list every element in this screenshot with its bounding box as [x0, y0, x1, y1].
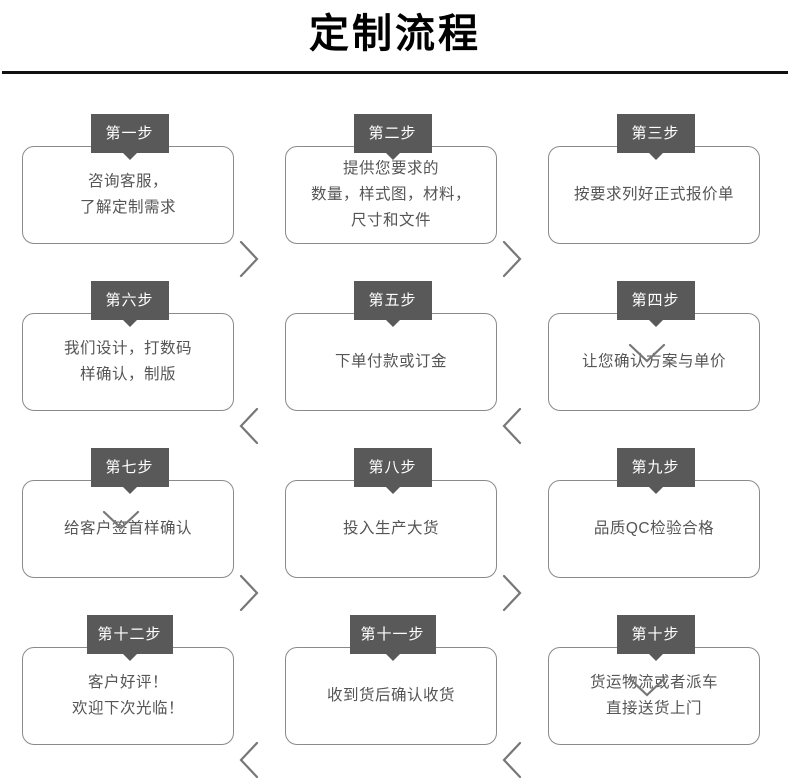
step-badge: 第二步 [353, 114, 432, 160]
step-card-7[interactable]: 给客户签首样确认 第七步 [8, 434, 251, 601]
step-card-text: 投入生产大货 [342, 520, 439, 537]
chevron-left-icon [499, 738, 525, 782]
step-card-body: 让您确认方案与单价 [548, 313, 760, 411]
step-card-body: 收到货后确认收货 [285, 647, 497, 745]
title-section: 定制流程 [0, 0, 790, 86]
step-card-body: 我们设计，打数码 样确认，制版 [22, 313, 234, 411]
step-card-body: 按要求列好正式报价单 [548, 146, 760, 244]
step-card-body: 咨询客服， 了解定制需求 [22, 146, 234, 244]
step-card-text: 提供您要求的 数量，样式图，材料， 尺寸和文件 [310, 160, 471, 229]
step-card-11[interactable]: 收到货后确认收货 第十一步 [271, 601, 514, 768]
step-card-text: 按要求列好正式报价单 [573, 186, 734, 203]
steps-grid: 咨询客服， 了解定制需求 第一步 提供您要求的 数量，样式图，材料， 尺寸和文件… [0, 86, 790, 779]
chevron-right-icon [499, 237, 525, 281]
page-title: 定制流程 [309, 12, 481, 56]
chevron-down-icon [625, 340, 669, 366]
step-card-text: 咨询客服， 了解定制需求 [79, 173, 176, 216]
step-card-body: 下单付款或订金 [285, 313, 497, 411]
chevron-left-icon [236, 738, 262, 782]
step-badge: 第一步 [90, 114, 169, 160]
step-badge: 第八步 [353, 448, 432, 494]
step-card-body: 货运物流或者派车 直接送货上门 [548, 647, 760, 745]
step-card-10[interactable]: 货运物流或者派车 直接送货上门 第十步 [534, 601, 777, 768]
step-card-text: 客户好评！ 欢迎下次光临！ [71, 674, 184, 717]
step-card-text: 下单付款或订金 [334, 353, 447, 370]
step-card-6[interactable]: 我们设计，打数码 样确认，制版 第六步 [8, 267, 251, 434]
step-badge: 第九步 [616, 448, 695, 494]
step-card-body: 给客户签首样确认 [22, 480, 234, 578]
step-card-9[interactable]: 品质QC检验合格 第九步 [534, 434, 777, 601]
step-card-body: 提供您要求的 数量，样式图，材料， 尺寸和文件 [285, 146, 497, 244]
step-card-5[interactable]: 下单付款或订金 第五步 [271, 267, 514, 434]
step-card-text: 我们设计，打数码 样确认，制版 [63, 340, 192, 383]
chevron-left-icon [499, 404, 525, 448]
step-card-body: 品质QC检验合格 [548, 480, 760, 578]
step-card-text: 收到货后确认收货 [326, 687, 455, 704]
step-card-3[interactable]: 按要求列好正式报价单 第三步 [534, 100, 777, 267]
step-badge: 第六步 [90, 281, 169, 327]
step-card-text: 给客户签首样确认 [63, 520, 192, 537]
step-card-4[interactable]: 让您确认方案与单价 第四步 [534, 267, 777, 434]
chevron-down-icon [625, 674, 669, 700]
step-card-text: 让您确认方案与单价 [581, 353, 726, 370]
step-badge: 第五步 [353, 281, 432, 327]
step-badge: 第四步 [616, 281, 695, 327]
step-card-body: 客户好评！ 欢迎下次光临！ [22, 647, 234, 745]
step-card-text: 货运物流或者派车 直接送货上门 [589, 674, 718, 717]
step-badge: 第十二步 [86, 615, 173, 661]
chevron-down-icon [99, 507, 143, 533]
chevron-right-icon [499, 571, 525, 615]
step-card-8[interactable]: 投入生产大货 第八步 [271, 434, 514, 601]
chevron-left-icon [236, 404, 262, 448]
step-badge: 第七步 [90, 448, 169, 494]
step-card-2[interactable]: 提供您要求的 数量，样式图，材料， 尺寸和文件 第二步 [271, 100, 514, 267]
chevron-right-icon [236, 237, 262, 281]
step-card-1[interactable]: 咨询客服， 了解定制需求 第一步 [8, 100, 251, 267]
chevron-right-icon [236, 571, 262, 615]
step-badge: 第十一步 [349, 615, 436, 661]
title-divider [2, 71, 788, 74]
step-card-text: 品质QC检验合格 [593, 520, 715, 537]
step-card-12[interactable]: 客户好评！ 欢迎下次光临！ 第十二步 [8, 601, 251, 768]
step-badge: 第三步 [616, 114, 695, 160]
step-card-body: 投入生产大货 [285, 480, 497, 578]
step-badge: 第十步 [616, 615, 695, 661]
